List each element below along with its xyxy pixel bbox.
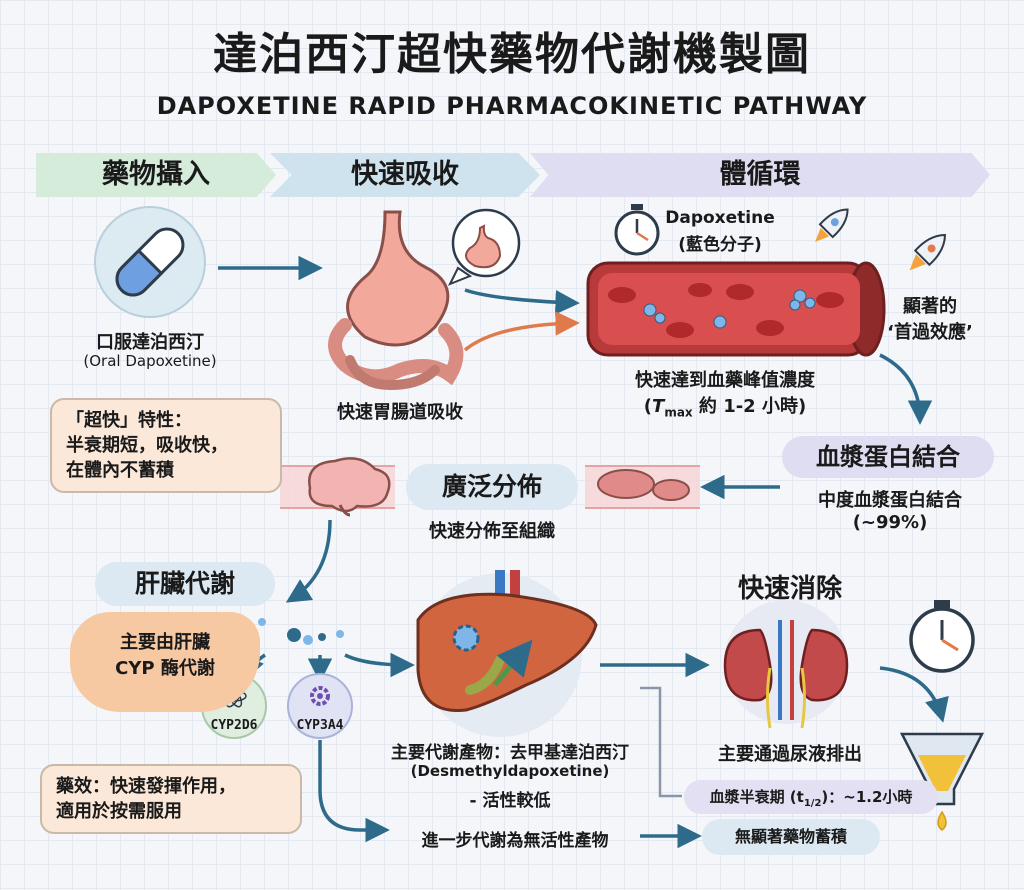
peak-tmax-prefix: ( — [643, 396, 653, 417]
peak-tmax-suffix: 約 1-2 小時) — [692, 396, 807, 417]
first-pass-line1: 顯著的 — [903, 296, 957, 317]
fast-feature-line3: 在體內不蓄積 — [66, 460, 174, 481]
stomach-icon — [328, 210, 464, 391]
capsule-icon — [94, 206, 206, 318]
stage-absorption: 快速吸收 — [270, 153, 540, 197]
intake-sublabel: (Oral Dapoxetine) — [83, 352, 217, 370]
protein-binding-title: 血漿蛋白結合 — [782, 436, 994, 478]
stomach-bubble-icon — [447, 208, 521, 286]
first-pass-line2: ‘首過效應’ — [887, 322, 973, 343]
fast-feature-line1: 「超快」特性： — [66, 410, 192, 431]
blood-vessel-icon — [586, 261, 886, 357]
peak-tmax-symbol: T — [652, 396, 665, 417]
stopwatch-icon-2 — [909, 600, 975, 673]
no-accumulation-label: 無顯著藥物蓄積 — [702, 819, 880, 855]
brain-icon — [308, 457, 391, 517]
page-subtitle: DAPOXETINE RAPID PHARMACOKINETIC PATHWAY — [156, 92, 868, 120]
further-metabolism-label: 進一步代謝為無活性產物 — [421, 831, 609, 851]
kidney-icon — [723, 600, 849, 729]
stage-intake: 藥物攝入 — [36, 153, 276, 197]
elimination-label: 主要通過尿液排出 — [718, 744, 862, 765]
cyp3a4-icon — [287, 673, 353, 739]
liver-metabolism-title: 肝臟代謝 — [95, 562, 275, 606]
liver-cyp-blob: 主要由肝臟 CYP 酶代謝 — [70, 612, 260, 712]
cyp2d6-label: CYP2D6 — [210, 718, 258, 733]
distribution-label: 快速分佈至組織 — [429, 521, 555, 542]
metabolite-line1: 主要代謝產物：去甲基達泊西汀 — [391, 743, 629, 763]
page-title: 達泊西汀超快藥物代謝機製圖 — [213, 29, 811, 80]
metabolite-line3: - 活性較低 — [469, 791, 551, 811]
intake-label: 口服達泊西汀 — [96, 332, 204, 353]
liver-cyp-line1: 主要由肝臟 — [120, 632, 210, 653]
cyp3a4-label: CYP3A4 — [296, 718, 344, 733]
distribution-title: 廣泛分佈 — [406, 464, 578, 510]
half-life-prefix: 血漿半衰期 (t — [709, 788, 804, 806]
fast-feature-line2: 半衰期短，吸收快， — [66, 435, 228, 456]
elimination-title: 快速消除 — [737, 574, 842, 604]
half-life-suffix: )：~1.2小時 — [821, 788, 913, 806]
effect-line1: 藥效：快速發揮作用， — [56, 776, 236, 797]
molecule-name: Dapoxetine — [665, 208, 775, 228]
fast-feature-bubble: 「超快」特性： 半衰期短，吸收快， 在體內不蓄積 — [50, 398, 282, 493]
half-life-sub: 1/2 — [803, 798, 822, 809]
protein-binding-line1: 中度血漿蛋白結合 — [818, 490, 962, 511]
metabolite-line2: (Desmethyldapoxetine) — [410, 762, 610, 780]
protein-binding-line2: (~99%) — [852, 512, 928, 533]
liver-cyp-line2: CYP 酶代謝 — [115, 658, 215, 679]
rocket-icon-2 — [909, 234, 946, 271]
half-life-label: 血漿半衰期 (t1/2)：~1.2小時 — [684, 780, 938, 814]
stage-circulation: 體循環 — [530, 153, 990, 197]
peak-tmax-sub: max — [664, 405, 693, 420]
liver-icon — [416, 570, 598, 737]
stopwatch-icon — [614, 204, 660, 256]
effect-line2: 適用於按需服用 — [56, 801, 182, 822]
rocket-icon-1 — [815, 208, 849, 242]
effect-bubble: 藥效：快速發揮作用， 適用於按需服用 — [40, 764, 302, 834]
peak-line1: 快速達到血藥峰值濃度 — [635, 370, 815, 391]
molecule-note: (藍色分子) — [678, 235, 762, 255]
tissue-icon — [597, 469, 690, 501]
absorption-label: 快速胃腸道吸收 — [337, 402, 463, 423]
peak-line2: (Tmax 約 1-2 小時) — [580, 392, 870, 420]
